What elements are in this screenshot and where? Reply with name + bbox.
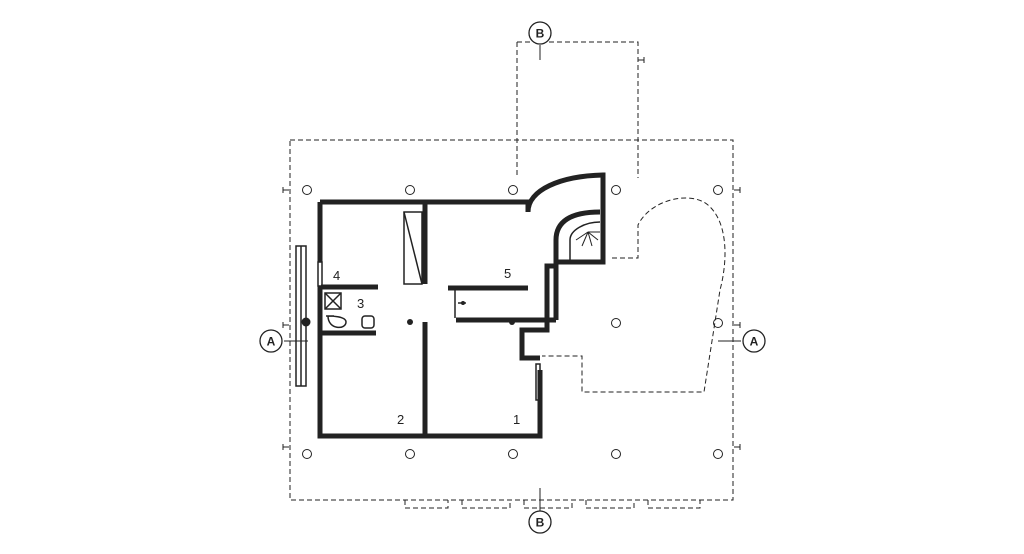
- stair-treads: [575, 231, 600, 247]
- sink-icon: [361, 315, 375, 329]
- section-marker-right: A: [742, 329, 766, 353]
- room-label-1: 1: [513, 412, 520, 427]
- outline-ticks: [282, 57, 741, 450]
- walls: [317, 172, 606, 439]
- section-marker-top: B: [528, 21, 552, 45]
- marker-label-right: A: [750, 335, 759, 349]
- marker-label-left: A: [267, 335, 276, 349]
- room-label-3: 3: [357, 296, 364, 311]
- section-leaders: [284, 45, 741, 511]
- section-marker-left: A: [259, 329, 283, 353]
- marker-label-bottom: B: [536, 516, 545, 530]
- shower-icon: [324, 292, 342, 310]
- section-marker-bottom: B: [528, 510, 552, 534]
- room-label-4: 4: [333, 268, 340, 283]
- pivot-dots: [301, 301, 515, 327]
- marker-label-top: B: [536, 27, 545, 41]
- columns: [302, 185, 723, 459]
- toilet-icon: [326, 315, 347, 329]
- terrace-outline: [542, 197, 726, 393]
- room-label-5: 5: [504, 266, 511, 281]
- bathroom-fixtures: [324, 292, 375, 329]
- room-label-2: 2: [397, 412, 404, 427]
- roof-outline: [289, 41, 734, 509]
